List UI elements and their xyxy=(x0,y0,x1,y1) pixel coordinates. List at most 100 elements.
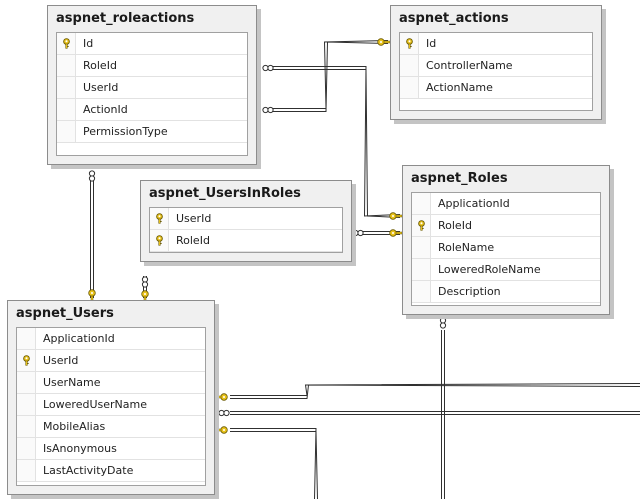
row-selector[interactable] xyxy=(17,328,36,349)
column-row-applicationid[interactable]: ApplicationId xyxy=(17,328,205,350)
row-selector[interactable] xyxy=(57,121,76,142)
column-name: IsAnonymous xyxy=(43,442,117,455)
row-selector[interactable] xyxy=(412,237,431,258)
column-row-id[interactable]: Id xyxy=(400,33,592,55)
row-selector[interactable] xyxy=(400,55,419,76)
relationship-roleactions-roles[interactable] xyxy=(272,66,401,218)
table-title[interactable]: aspnet_actions xyxy=(399,11,509,26)
row-selector[interactable] xyxy=(57,99,76,120)
infinity-icon xyxy=(88,170,96,182)
row-selector[interactable] xyxy=(412,193,431,214)
key-icon xyxy=(62,38,70,49)
row-selector[interactable] xyxy=(400,33,419,54)
column-name: UserId xyxy=(43,354,79,367)
column-name: LoweredUserName xyxy=(43,398,147,411)
infinity-icon xyxy=(439,317,447,329)
column-row-rolename[interactable]: RoleName xyxy=(412,237,600,259)
row-selector[interactable] xyxy=(17,416,36,437)
key-icon xyxy=(405,38,413,49)
column-name: ActionName xyxy=(426,81,493,94)
row-selector[interactable] xyxy=(150,230,169,251)
column-row-userid[interactable]: UserId xyxy=(57,77,247,99)
relationship-roleactions-users[interactable] xyxy=(90,180,94,298)
column-name: RoleId xyxy=(438,219,472,232)
column-name: UserName xyxy=(43,376,101,389)
column-row-isanonymous[interactable]: IsAnonymous xyxy=(17,438,205,460)
column-name: ControllerName xyxy=(426,59,513,72)
column-name: Description xyxy=(438,285,501,298)
column-row-actionname[interactable]: ActionName xyxy=(400,77,592,99)
table-title[interactable]: aspnet_Users xyxy=(16,306,114,321)
relationship-offscreen-4[interactable] xyxy=(441,330,445,499)
column-name: PermissionType xyxy=(83,125,168,138)
row-selector[interactable] xyxy=(17,350,36,371)
infinity-icon xyxy=(141,276,149,288)
column-row-permissiontype[interactable]: PermissionType xyxy=(57,121,247,143)
row-selector[interactable] xyxy=(412,259,431,280)
row-selector[interactable] xyxy=(17,394,36,415)
key-icon xyxy=(214,426,228,434)
column-row-username[interactable]: UserName xyxy=(17,372,205,394)
column-name: ApplicationId xyxy=(43,332,115,345)
column-row-roleid[interactable]: RoleId xyxy=(150,230,342,252)
column-name: Id xyxy=(83,37,94,50)
column-row-description[interactable]: Description xyxy=(412,281,600,303)
relationship-offscreen-1[interactable] xyxy=(230,383,640,399)
key-icon xyxy=(389,229,403,237)
table-title[interactable]: aspnet_UsersInRoles xyxy=(149,186,301,201)
column-row-userid[interactable]: UserId xyxy=(17,350,205,372)
row-selector[interactable] xyxy=(17,372,36,393)
infinity-icon xyxy=(218,409,230,417)
relationship-offscreen-3[interactable] xyxy=(230,428,318,499)
column-name: RoleName xyxy=(438,241,495,254)
key-icon xyxy=(214,393,228,401)
table-title[interactable]: aspnet_Roles xyxy=(411,171,508,186)
key-icon xyxy=(88,289,96,303)
column-row-userid[interactable]: UserId xyxy=(150,208,342,230)
key-icon xyxy=(417,220,425,231)
column-row-controllername[interactable]: ControllerName xyxy=(400,55,592,77)
infinity-icon xyxy=(352,229,364,237)
column-row-mobilealias[interactable]: MobileAlias xyxy=(17,416,205,438)
column-name: ApplicationId xyxy=(438,197,510,210)
column-name: RoleId xyxy=(176,234,210,247)
column-row-roleid[interactable]: RoleId xyxy=(412,215,600,237)
row-selector[interactable] xyxy=(150,208,169,229)
column-name: RoleId xyxy=(83,59,117,72)
row-selector[interactable] xyxy=(17,460,36,481)
relationship-offscreen-2[interactable] xyxy=(230,411,640,415)
row-selector[interactable] xyxy=(57,55,76,76)
column-name: ActionId xyxy=(83,103,128,116)
row-selector[interactable] xyxy=(57,77,76,98)
relationship-roleactions-actions[interactable] xyxy=(272,40,389,112)
key-icon xyxy=(155,235,163,246)
infinity-icon xyxy=(262,106,274,114)
key-icon xyxy=(389,212,403,220)
row-selector[interactable] xyxy=(412,281,431,302)
column-row-applicationid[interactable]: ApplicationId xyxy=(412,193,600,215)
row-selector[interactable] xyxy=(412,215,431,236)
column-row-roleid[interactable]: RoleId xyxy=(57,55,247,77)
row-selector[interactable] xyxy=(400,77,419,98)
column-name: MobileAlias xyxy=(43,420,106,433)
column-row-loweredusername[interactable]: LoweredUserName xyxy=(17,394,205,416)
column-row-loweredrolename[interactable]: LoweredRoleName xyxy=(412,259,600,281)
row-selector[interactable] xyxy=(17,438,36,459)
row-selector[interactable] xyxy=(57,33,76,54)
column-row-actionid[interactable]: ActionId xyxy=(57,99,247,121)
column-row-lastactivitydate[interactable]: LastActivityDate xyxy=(17,460,205,482)
table-title[interactable]: aspnet_roleactions xyxy=(56,11,195,26)
column-row-id[interactable]: Id xyxy=(57,33,247,55)
column-name: LastActivityDate xyxy=(43,464,134,477)
